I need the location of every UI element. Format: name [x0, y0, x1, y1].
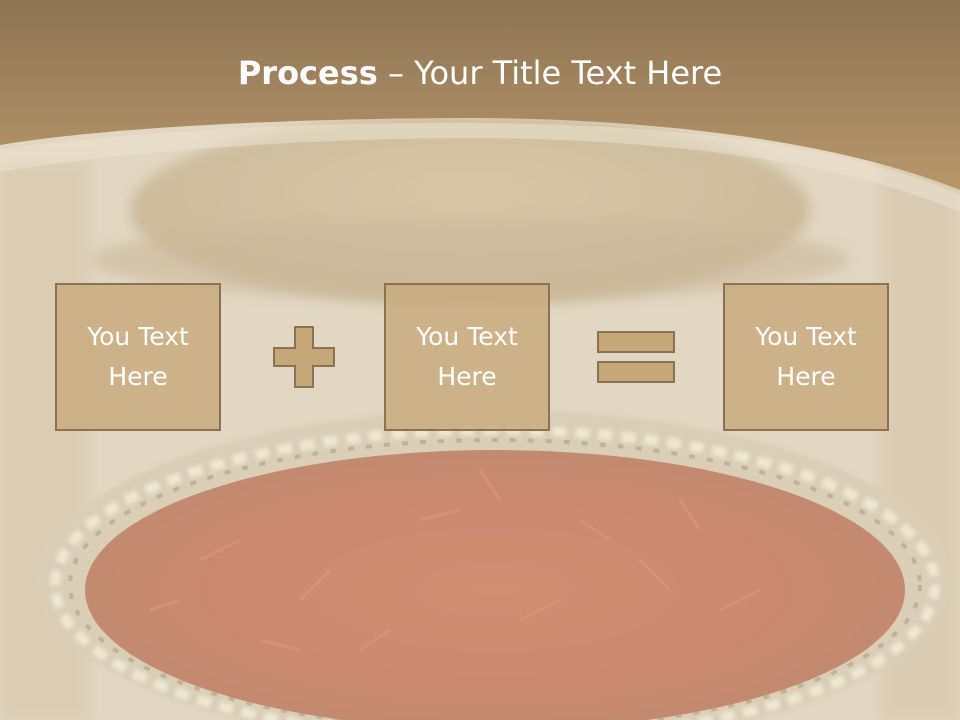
- process-box-1-text: You Text Here: [87, 322, 189, 391]
- slide-title: Process – Your Title Text Here: [0, 54, 960, 92]
- title-separator: –: [377, 54, 415, 92]
- title-bold: Process: [237, 54, 378, 92]
- process-box-3: You Text Here: [723, 283, 889, 431]
- process-box-2: You Text Here: [384, 283, 550, 431]
- process-box-1: You Text Here: [55, 283, 221, 431]
- title-rest: Your Title Text Here: [414, 54, 723, 92]
- process-box-3-text: You Text Here: [755, 322, 857, 391]
- header-band: [0, 0, 960, 212]
- plus-icon: [273, 326, 335, 388]
- process-box-2-text: You Text Here: [416, 322, 518, 391]
- equals-icon: [597, 331, 675, 383]
